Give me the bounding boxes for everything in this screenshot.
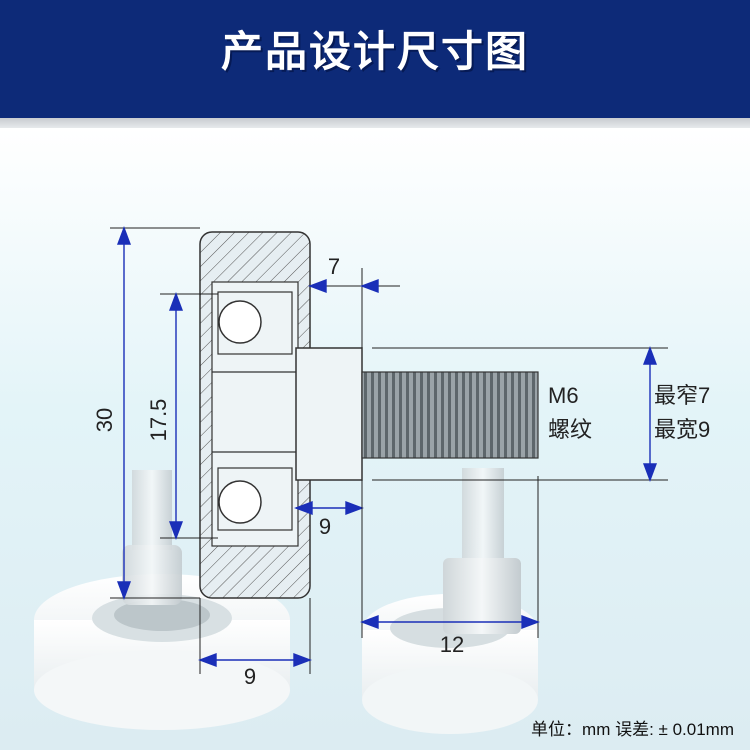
thread-spec: M6: [548, 383, 579, 408]
header-divider: [0, 118, 750, 128]
header-banner: [0, 0, 750, 118]
unit-tolerance-note: 单位：mm 误差: ± 0.01mm: [531, 720, 734, 739]
page-title: 产品设计尺寸图: [220, 27, 529, 76]
stud-width-min: 最窄7: [654, 383, 711, 408]
thread-label: 螺纹: [548, 417, 593, 442]
dim-overall-height: 30: [92, 408, 117, 432]
dim-stud-offset: 9: [319, 514, 331, 539]
dim-bearing-pitch: 17.5: [146, 399, 171, 442]
stud-width-max: 最宽9: [654, 417, 711, 442]
dimension-lines: [110, 226, 668, 674]
wheel-cross-section: [199, 231, 539, 599]
dim-wheel-width: 9: [244, 664, 256, 689]
dim-bottom-length: 12: [440, 632, 464, 657]
right-wheel-photo: [362, 468, 538, 734]
dim-shoulder-width: 7: [328, 254, 340, 279]
